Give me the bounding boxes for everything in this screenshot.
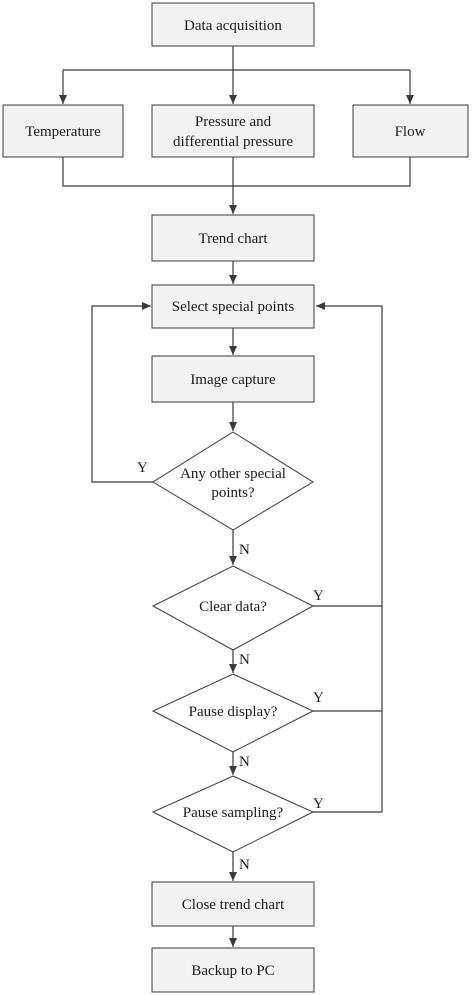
label-any-other-line1: Any other special xyxy=(180,466,286,482)
edge-clear-data-yes: Y xyxy=(313,588,324,604)
box-flow xyxy=(352,104,469,158)
connector-merge-bar xyxy=(62,157,411,187)
label-any-other-line2: points? xyxy=(211,485,255,501)
edge-clear-data-no: N xyxy=(239,652,250,668)
decision-pause-display xyxy=(151,673,315,753)
label-data-acquisition: Data acquisition xyxy=(184,18,282,34)
edge-pause-display-yes: Y xyxy=(313,690,324,706)
label-temperature: Temperature xyxy=(25,124,101,140)
label-pressure-line1: Pressure and xyxy=(195,114,272,130)
label-pause-sampling: Pause sampling? xyxy=(183,805,284,821)
edge-pause-display-no: N xyxy=(239,754,250,770)
decision-clear-data xyxy=(151,565,315,651)
edge-any-other-yes: Y xyxy=(137,460,148,476)
label-backup-to-pc: Backup to PC xyxy=(191,963,274,979)
edge-pause-sampling-yes: Y xyxy=(313,796,324,812)
box-data-acquisition xyxy=(151,2,315,47)
loop-any-other-yes xyxy=(91,302,153,483)
box-pressure xyxy=(151,104,315,158)
label-image-capture: Image capture xyxy=(190,372,276,388)
label-pressure-line2: differential pressure xyxy=(173,134,293,150)
label-flow: Flow xyxy=(395,124,426,140)
label-close-trend-chart: Close trend chart xyxy=(182,897,285,913)
box-image-capture xyxy=(151,355,315,403)
edge-pause-sampling-no: N xyxy=(239,857,250,873)
label-select-special-points: Select special points xyxy=(172,299,295,315)
box-select-special-points xyxy=(151,284,315,329)
label-clear-data: Clear data? xyxy=(199,599,267,615)
box-trend-chart xyxy=(151,214,315,262)
decision-pause-sampling xyxy=(151,775,315,853)
edge-any-other-no: N xyxy=(239,542,250,558)
label-pause-display: Pause display? xyxy=(189,704,278,720)
decision-any-other-points xyxy=(152,431,314,531)
box-temperature xyxy=(2,104,124,158)
label-trend-chart: Trend chart xyxy=(198,231,268,247)
box-close-trend-chart xyxy=(151,881,315,927)
loop-right-feedback xyxy=(316,302,383,812)
box-backup-to-pc xyxy=(151,947,315,993)
